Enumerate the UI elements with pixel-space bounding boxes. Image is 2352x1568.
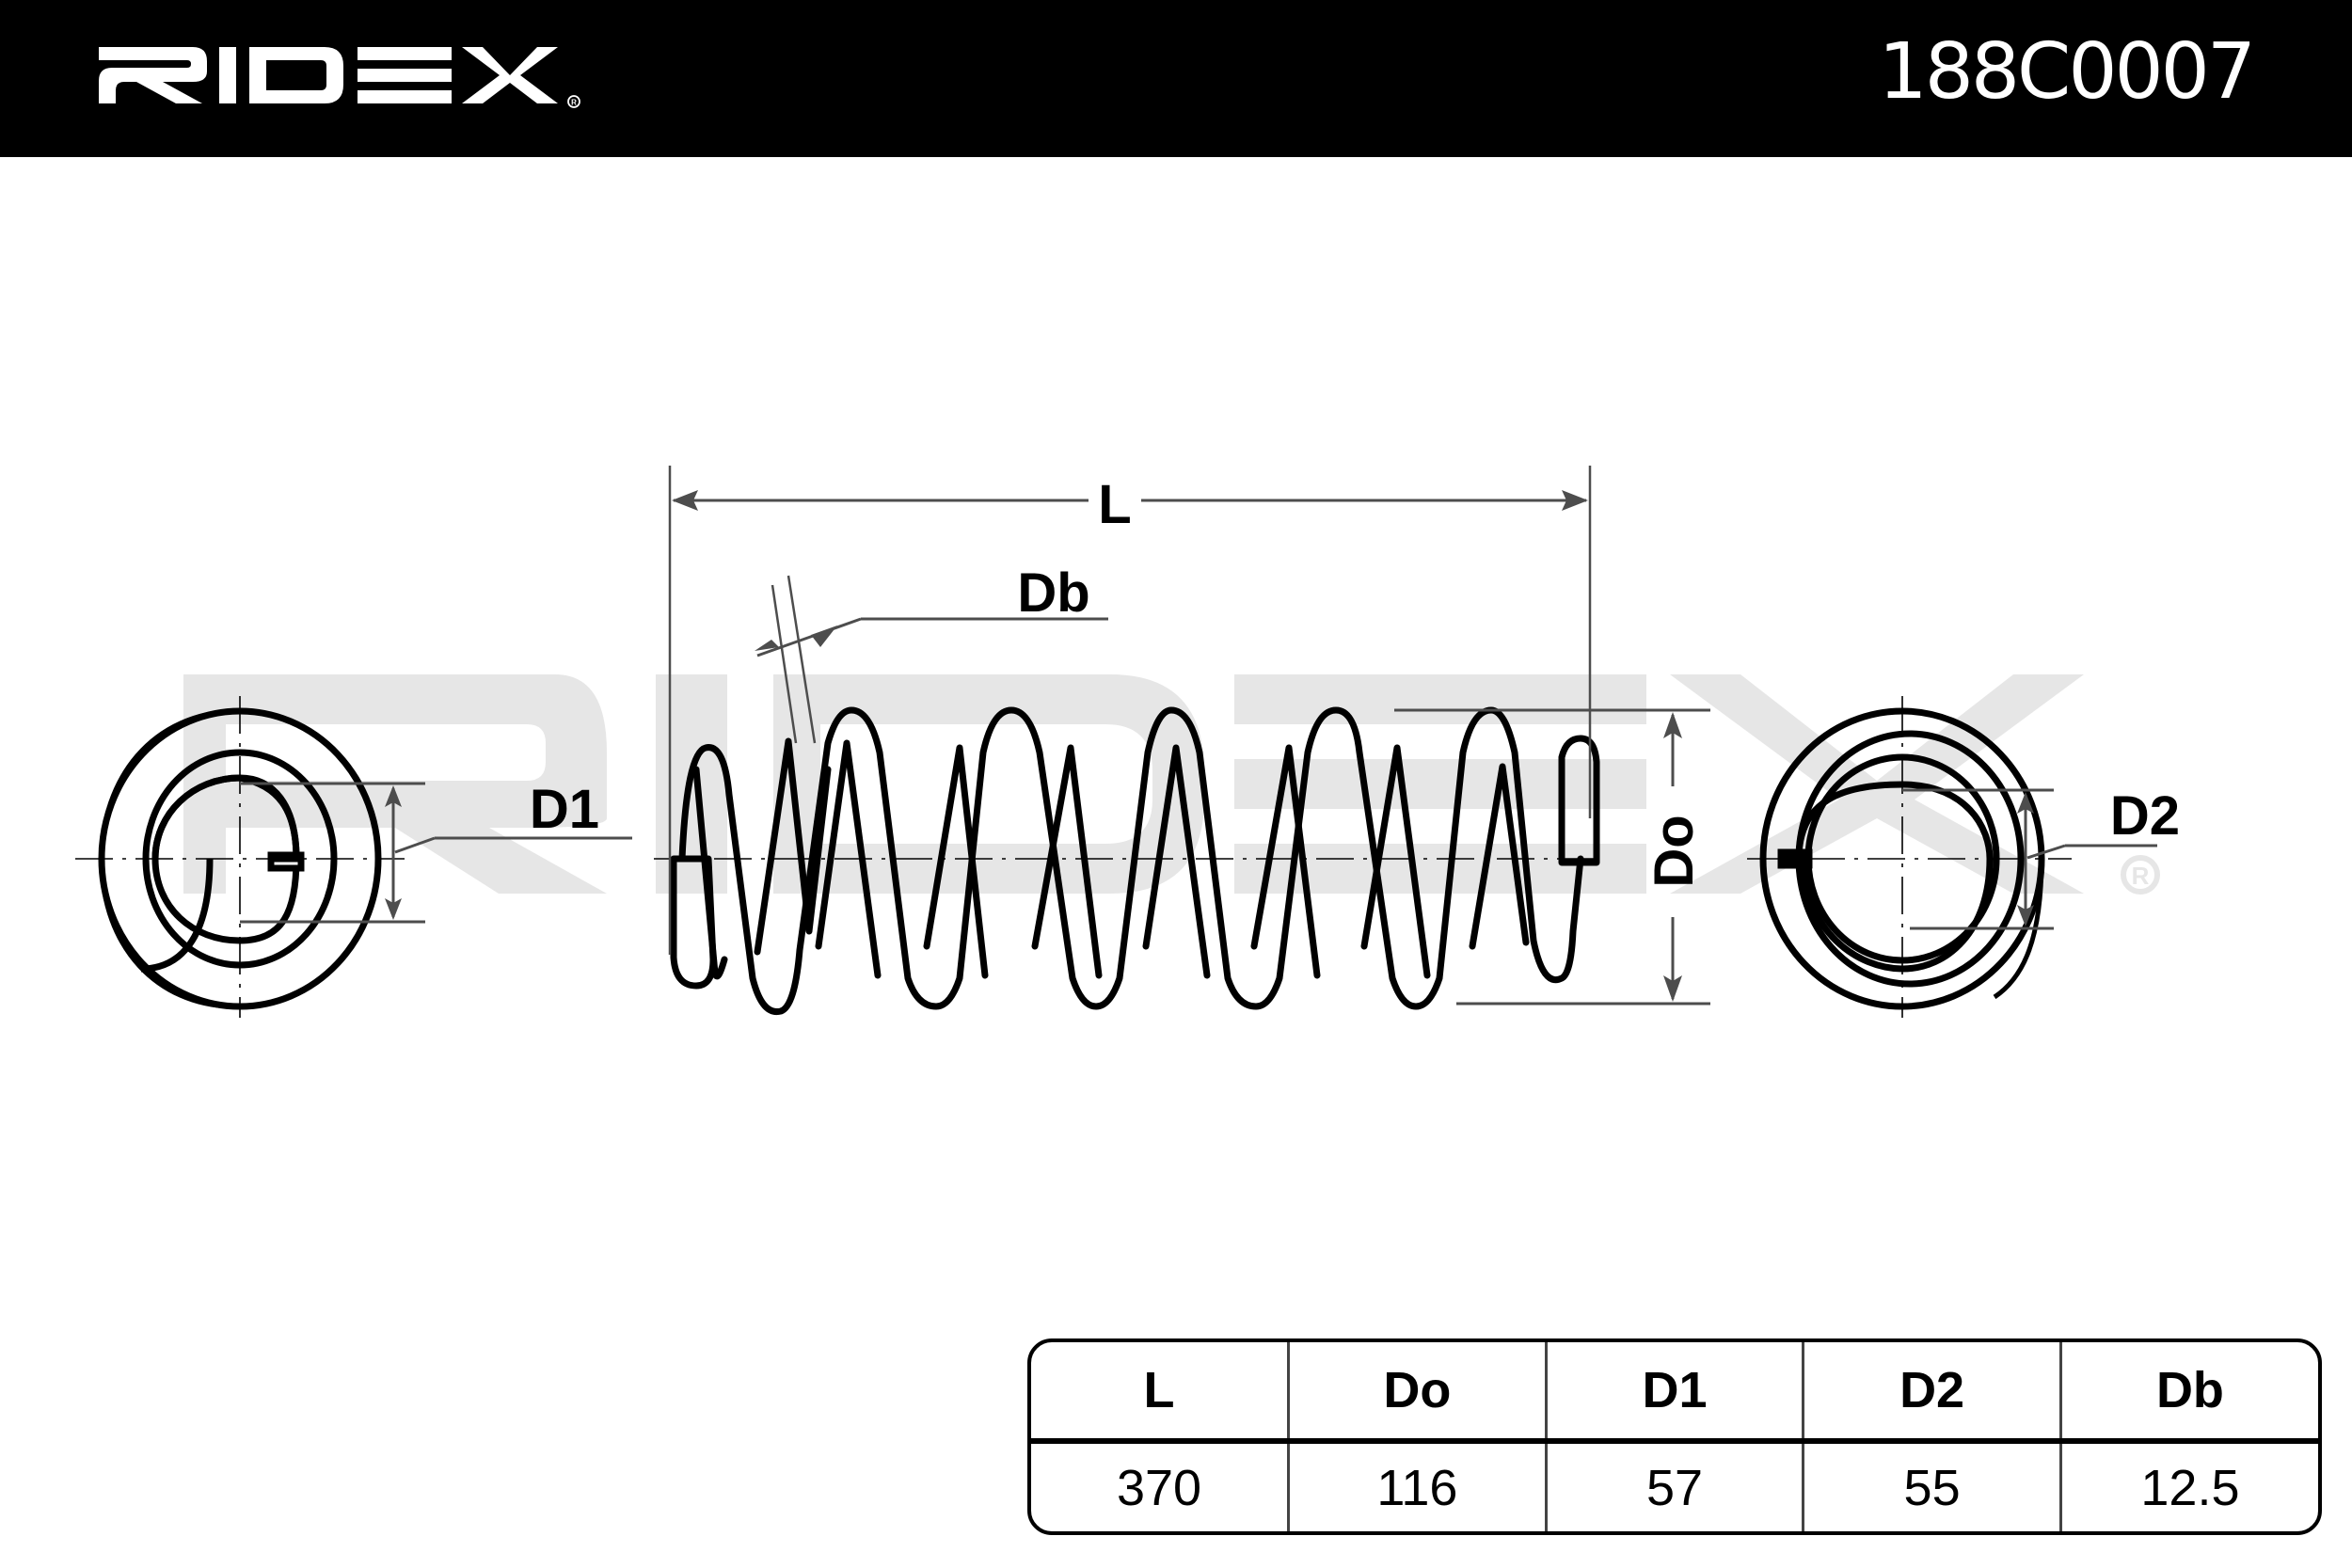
spring-right-end (1558, 735, 1600, 866)
dimension-label-d1: D1 (530, 779, 599, 840)
spec-table-value-row: 370 116 57 55 12.5 (1031, 1441, 2318, 1531)
spring-side-view (670, 706, 1600, 1016)
ridex-logo: R (99, 47, 580, 108)
part-number: 188C0007 (1878, 27, 2256, 117)
end-view-left (98, 707, 382, 1010)
dimension-label-do: Do (1644, 815, 1705, 887)
spec-value-d2: 55 (1802, 1441, 2061, 1531)
spec-header-do: Do (1287, 1342, 1547, 1444)
svg-text:R: R (2132, 862, 2150, 890)
spec-value-db: 12.5 (2058, 1441, 2318, 1531)
spec-table-header-row: L Do D1 D2 Db (1031, 1342, 2318, 1444)
registered-mark-icon: R (567, 95, 580, 108)
spring-helix-outer (678, 706, 1584, 1016)
spec-header-l: L (1031, 1342, 1289, 1444)
header-bar: R 188C0007 (0, 0, 2352, 157)
spec-header-d1: D1 (1544, 1342, 1804, 1444)
dimension-label-d2: D2 (2110, 785, 2180, 847)
spring-helix-inner (692, 737, 1530, 980)
spec-header-d2: D2 (1802, 1342, 2061, 1444)
watermark-letter-e-top (1234, 674, 1646, 724)
end-view-right (1759, 707, 2045, 1010)
svg-text:R: R (571, 99, 577, 107)
spec-header-db: Db (2058, 1342, 2318, 1444)
spec-table: L Do D1 D2 Db 370 116 57 55 12.5 (1027, 1338, 2322, 1535)
spec-value-d1: 57 (1544, 1441, 1804, 1531)
spec-value-l: 370 (1116, 1459, 1202, 1516)
dimension-label-db: Db (1017, 562, 1089, 624)
spec-value-do: 116 (1287, 1441, 1547, 1531)
dimension-label-l: L (1098, 474, 1131, 535)
dimension-lines (240, 466, 2157, 1006)
watermark-registered-icon: R (2121, 855, 2160, 895)
